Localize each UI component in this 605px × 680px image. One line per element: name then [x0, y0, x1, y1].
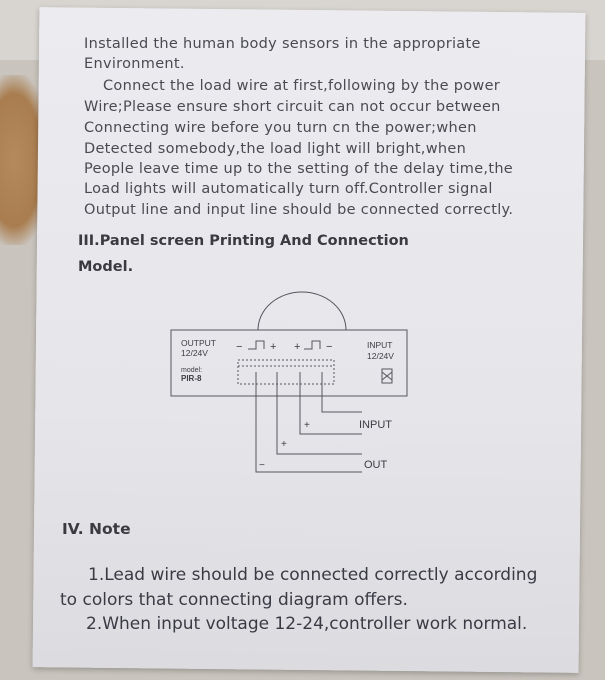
wire-sign: +: [304, 420, 310, 431]
intro-line: Connecting wire before you turn cn the p…: [84, 120, 477, 136]
terminal-plus: +: [294, 341, 300, 353]
note-line: 2.When input voltage 12-24,controller wo…: [86, 614, 528, 634]
input-voltage: 12/24V: [367, 351, 394, 361]
model-name: PIR-8: [181, 374, 202, 383]
relay-icon: [381, 368, 393, 384]
intro-line: Connect the load wire at first,following…: [103, 78, 501, 94]
terminal-block: [237, 359, 335, 385]
note-line: to colors that connecting diagram offers…: [60, 590, 408, 610]
wire-plus-out: [276, 372, 362, 455]
wire-plus-in: [299, 372, 362, 435]
sensor-dome: [257, 291, 347, 331]
intro-line: Detected somebody,the load light will br…: [84, 141, 467, 157]
input-label: INPUT: [367, 340, 393, 350]
intro-line: Load lights will automatically turn off.…: [84, 181, 493, 197]
wire-input-label: INPUT: [359, 419, 392, 431]
pulse-symbol: [304, 340, 321, 350]
section-3-subtitle: Model.: [78, 259, 134, 275]
output-label: OUTPUT: [181, 338, 216, 348]
wire-sign: +: [281, 439, 287, 450]
terminal-plus: +: [270, 341, 276, 353]
pulse-symbol: [248, 340, 265, 350]
intro-line: People leave time up to the setting of t…: [84, 161, 514, 177]
note-line: 1.Lead wire should be connected correctl…: [88, 565, 538, 585]
wire-minus-in: [321, 372, 362, 413]
section-3-title: III.Panel screen Printing And Connection: [78, 233, 409, 249]
intro-line: Output line and input line should be con…: [84, 202, 514, 218]
wire-sign: −: [259, 460, 265, 471]
wire-minus-out: [255, 372, 362, 473]
model-caption: model:: [181, 367, 202, 374]
wire-out-label: OUT: [364, 459, 388, 471]
section-4-title: IV. Note: [62, 520, 131, 538]
terminal-minus: −: [326, 341, 332, 353]
output-voltage: 12/24V: [181, 348, 208, 358]
intro-line: Installed the human body sensors in the …: [84, 36, 481, 52]
terminal-minus: −: [236, 341, 242, 353]
intro-line: Wire;Please ensure short circuit can not…: [84, 99, 501, 115]
intro-line: Environment.: [84, 56, 185, 72]
panel-outline: [170, 329, 408, 397]
